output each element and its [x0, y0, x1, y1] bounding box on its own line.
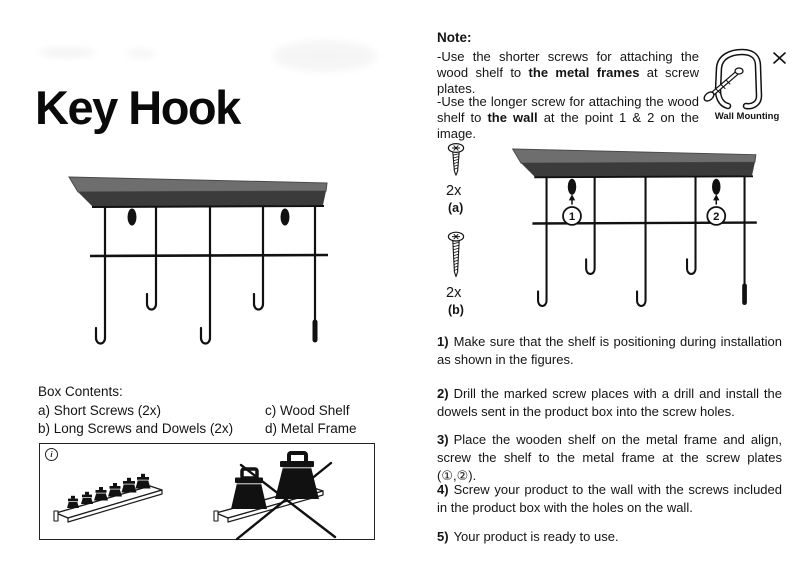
info-icon-glyph: i — [50, 450, 53, 459]
step-1: 1)Make sure that the shelf is positionin… — [437, 334, 782, 367]
screw-plate-hole — [712, 178, 721, 195]
wall-mounting-label: Wall Mounting — [714, 111, 780, 122]
wall-mounting-icon — [703, 48, 786, 110]
step-5: 5)Your product is ready to use. — [437, 529, 619, 544]
info-icon: i — [45, 448, 58, 461]
step-3: 3)Place the wooden shelf on the metal fr… — [437, 432, 782, 483]
incorrect-use-diagram — [213, 451, 337, 541]
screw-b-quantity: 2x — [446, 285, 462, 301]
screw-a-quantity: 2x — [446, 183, 462, 199]
wall-bracket — [714, 48, 763, 110]
list-item: b) Long Screws and Dowels (2x) — [38, 420, 234, 436]
callout-number: 1 — [569, 211, 575, 223]
list-item: a) Short Screws (2x) — [38, 403, 162, 418]
cross-out-x — [235, 461, 337, 541]
drill-point-x-icon — [773, 52, 786, 64]
product-illustration — [68, 176, 329, 345]
heavy-weight — [275, 451, 319, 499]
box-contents: Box Contents: a) Short Screws (2x) b) Lo… — [38, 384, 357, 437]
mounting-screw — [703, 67, 744, 102]
frame-mount-bar — [534, 175, 754, 179]
screw-plate-hole — [280, 208, 290, 226]
shelf-bracket — [53, 510, 59, 522]
list-item: d) Metal Frame — [265, 420, 357, 436]
callout-point-1: 1 — [562, 194, 582, 226]
note-heading: Note: — [437, 30, 472, 45]
wood-shelf-front — [78, 191, 326, 207]
note-line-1: -Use the shorter screws for attaching th… — [437, 49, 699, 96]
note-line-2: -Use the longer screw for attaching the … — [437, 94, 700, 141]
frame-mount-bar — [91, 205, 325, 208]
scan-artifact — [272, 40, 377, 72]
assembly-illustration: 1 2 — [511, 148, 757, 307]
screw-a-label: (a) — [448, 201, 464, 215]
wood-shelf-top — [68, 176, 328, 193]
callout-point-2: 2 — [706, 194, 727, 226]
hook-rods — [537, 176, 747, 307]
scan-artifact — [38, 48, 96, 57]
callout-number: 2 — [713, 211, 719, 223]
list-item: c) Wood Shelf — [265, 403, 350, 418]
short-screw-icon — [447, 143, 465, 176]
wood-shelf-top — [511, 148, 757, 164]
box-contents-heading: Box Contents: — [38, 384, 123, 399]
shelf-edge — [67, 489, 163, 523]
shelf-bracket — [213, 510, 219, 522]
screw-plate-hole — [567, 178, 577, 195]
heavy-weight — [231, 467, 267, 509]
small-weights — [67, 473, 151, 508]
wood-shelf-front — [521, 162, 755, 178]
step-2: 2)Drill the marked screw places with a d… — [437, 386, 782, 419]
scan-artifact — [126, 50, 156, 57]
box-contents-col-right: c) Wood Shelf d) Metal Frame — [265, 402, 357, 437]
step-4: 4)Screw your product to the wall with th… — [437, 482, 782, 515]
page-title: Key Hook — [35, 81, 241, 134]
box-contents-col-left: a) Short Screws (2x) b) Long Screws and … — [38, 402, 233, 437]
screw-plate-hole — [127, 208, 137, 226]
hook-rods — [94, 205, 318, 345]
usage-info-box: i — [39, 443, 375, 541]
phillips-slot — [451, 233, 461, 240]
screw-b-label: (b) — [448, 303, 464, 317]
long-screw-icon — [447, 231, 465, 278]
correct-use-diagram — [53, 473, 163, 523]
phillips-slot — [451, 145, 461, 151]
